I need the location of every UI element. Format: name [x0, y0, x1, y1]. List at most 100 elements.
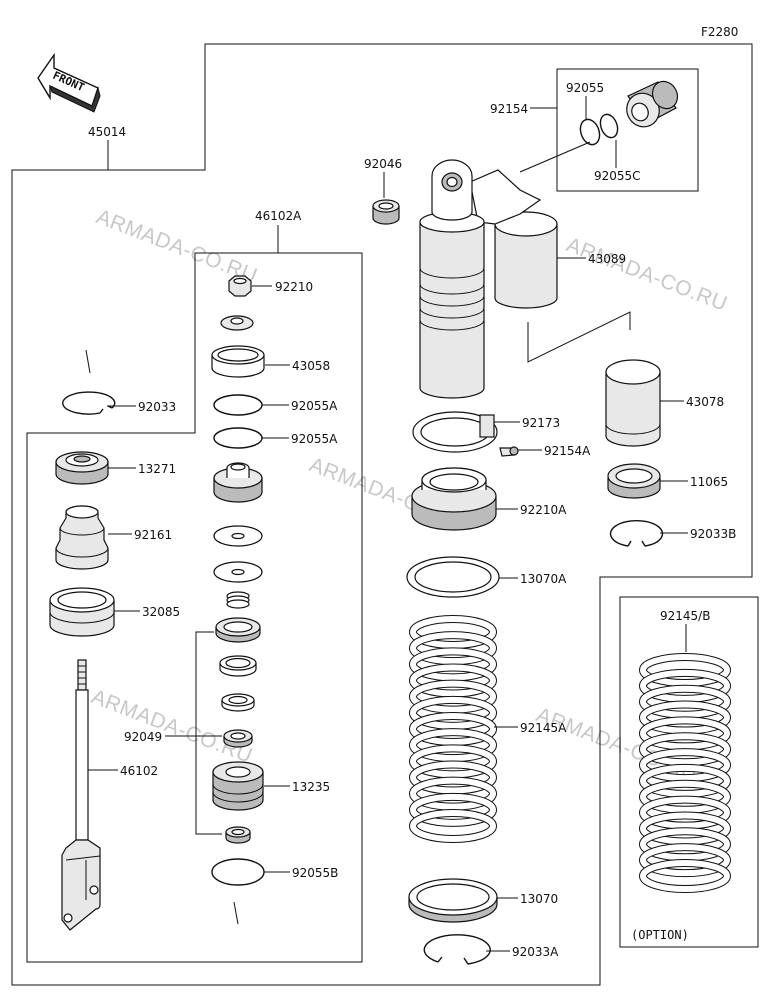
part-piston-ring [215, 617, 261, 643]
assembly-outline-45014 [11, 43, 753, 986]
callout-92210A: 92210A [520, 503, 567, 517]
part-92055A-oring-1 [213, 394, 263, 416]
callout-43089: 43089 [588, 252, 626, 266]
spring-coil-fill [410, 729, 496, 762]
option-box [619, 596, 759, 948]
spring-coil-fill [410, 648, 496, 681]
option-label: (OPTION) [631, 928, 689, 942]
spring-coil-fill [410, 745, 496, 778]
part-92210A-spring-nut [411, 467, 497, 531]
callout-92145B: 92145/B [660, 609, 710, 623]
callout-43078: 43078 [686, 395, 724, 409]
callout-13235: 13235 [292, 780, 330, 794]
part-92049-seal [223, 729, 253, 748]
spring-coil-fill [410, 664, 496, 697]
spring-coil-fill [640, 860, 730, 892]
spring-coil-fill [640, 844, 730, 877]
part-92033-circlip [62, 391, 116, 415]
spring-coil-fill [640, 701, 730, 734]
part-13070-spacer [408, 878, 498, 923]
callout-43058: 43058 [292, 359, 330, 373]
callout-46102: 46102 [120, 764, 158, 778]
spring-coil-fill [640, 796, 730, 829]
part-washer-1 [213, 525, 263, 547]
callout-45014: 45014 [88, 125, 126, 139]
callout-92055C: 92055C [594, 169, 641, 183]
callout-92173: 92173 [522, 416, 560, 430]
part-92173-clamp [412, 411, 498, 453]
part-92145B-option-spring [639, 653, 731, 893]
part-92033B-circlip [609, 520, 664, 547]
assembly-outline-46102A [26, 252, 363, 963]
part-92055-oring [579, 118, 601, 146]
callout-92033B: 92033B [690, 527, 736, 541]
spring-coil-fill [640, 780, 730, 813]
spring-coil-fill [410, 777, 496, 810]
part-92154-adjuster [626, 80, 679, 128]
spring-coil-fill [640, 733, 730, 766]
inset-box-92154 [556, 68, 699, 192]
callout-92210: 92210 [275, 280, 313, 294]
part-92055B-oring [211, 858, 265, 886]
part-shock-body [419, 159, 558, 399]
part-92055A-oring-2 [213, 427, 263, 449]
part-washer-2 [213, 561, 263, 583]
callout-92049: 92049 [124, 730, 162, 744]
watermark-2: ARMADA-CO.RU [563, 233, 730, 316]
part-43058-collar [211, 345, 265, 378]
callout-92055A-1: 92055A [291, 399, 338, 413]
part-13235-piston [212, 761, 264, 811]
part-piston-nut [225, 826, 251, 844]
callout-11065: 11065 [690, 475, 728, 489]
part-43078-reservoir-cap [605, 359, 661, 447]
spring-coil-fill [410, 616, 496, 648]
front-arrow-icon: FRONT [37, 52, 101, 113]
callout-92033: 92033 [138, 400, 176, 414]
spring-coil-fill [640, 717, 730, 750]
spring-coil-fill [640, 685, 730, 718]
guide-line-adjuster [519, 141, 591, 173]
part-92055C-oring [599, 113, 619, 139]
callout-92055B: 92055B [292, 866, 338, 880]
spring-coil-fill [410, 761, 496, 794]
part-bearing-cap [213, 462, 263, 503]
spring-coil-fill [640, 764, 730, 797]
spring-coil-fill [640, 669, 730, 702]
callout-92154: 92154 [490, 102, 528, 116]
spring-coil-fill [410, 680, 496, 713]
guide-line-top-left [85, 349, 91, 374]
spring-coil-fill [410, 713, 496, 745]
callout-32085: 32085 [142, 605, 180, 619]
spring-coil-fill [640, 812, 730, 845]
callout-92055A-2: 92055A [291, 432, 338, 446]
part-92210-nut [228, 275, 252, 297]
part-13271-cap [55, 451, 109, 485]
spring-coil-fill [640, 654, 730, 686]
callout-92154A: 92154A [544, 444, 591, 458]
spring-coil-fill [410, 696, 496, 729]
part-piston-spacer [219, 655, 257, 677]
part-washer-top [220, 315, 254, 331]
spring-coil-fill [410, 632, 496, 665]
spring-coil-fill [410, 793, 496, 826]
part-piston-washer [221, 693, 255, 712]
part-small-spring [226, 591, 250, 609]
spring-coil-fill [410, 810, 496, 842]
spring-coil-fill [640, 749, 730, 782]
watermark-1: ARMADA-CO.RU [93, 205, 260, 288]
callout-13070: 13070 [520, 892, 558, 906]
callout-13070A: 13070A [520, 572, 567, 586]
part-92033A-circlip [423, 934, 491, 965]
part-92046-bearing [372, 199, 400, 225]
part-92145A-main-spring [409, 615, 497, 843]
callout-92046: 92046 [364, 157, 402, 171]
part-92161-bump-rubber [55, 505, 109, 570]
callout-46102A: 46102A [255, 209, 302, 223]
bracket-piston-group [195, 631, 222, 835]
part-46102-rod [61, 659, 101, 931]
callout-92145A: 92145A [520, 721, 567, 735]
callout-92161: 92161 [134, 528, 172, 542]
guide-line-reservoir-cap [527, 311, 631, 363]
diagram-code: F2280 [701, 25, 738, 39]
